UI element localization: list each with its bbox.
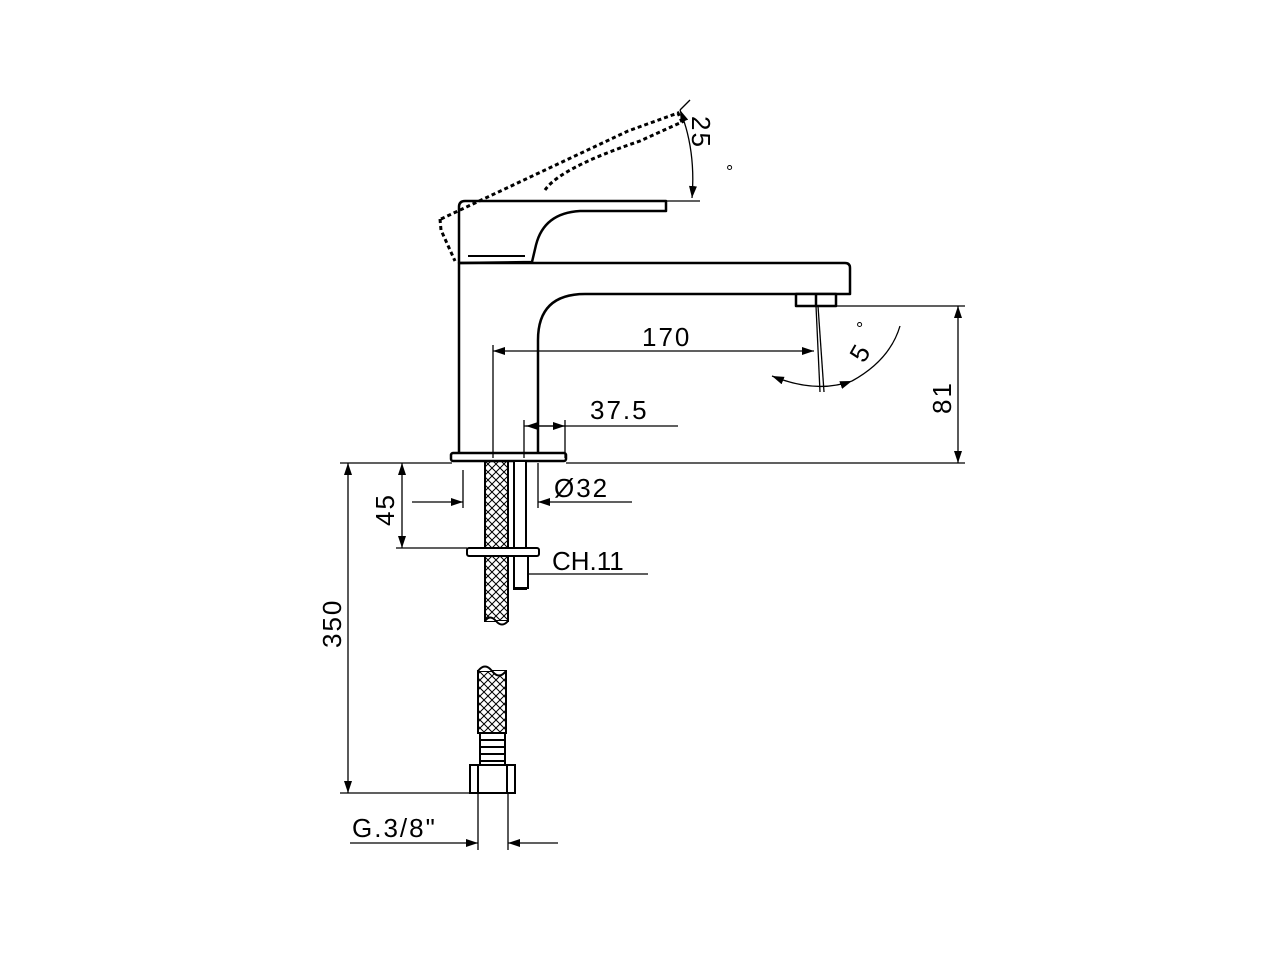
hose-lower — [477, 670, 507, 734]
dim-wrench-size: CH.11 — [552, 546, 624, 576]
supply-hose — [469, 460, 516, 794]
dim-offset: 37.5 — [590, 395, 649, 425]
angle-lever-value: 25 — [686, 116, 716, 149]
hose-nut — [469, 764, 516, 794]
dim-hole-diameter: Ø32 — [554, 473, 609, 503]
lever-raised-position — [438, 111, 684, 262]
dim-deck-thickness: 45 — [370, 493, 400, 526]
angle-spout-degree: ° — [856, 319, 863, 339]
dim-spout-reach: 170 — [642, 322, 691, 352]
faucet-body — [449, 261, 852, 463]
dim-connection-thread: G.3/8" — [352, 813, 437, 843]
hose-upper — [484, 460, 509, 622]
lever-handle — [457, 199, 668, 265]
fixing-washer — [466, 547, 540, 557]
fixing-nut — [513, 555, 529, 589]
angle-spout-value: 5 — [843, 339, 876, 367]
angle-lever-degree: ° — [726, 162, 733, 182]
spout-outline — [457, 261, 852, 453]
dimension-lines — [340, 99, 965, 850]
base-plate — [449, 451, 568, 463]
fixing-stud — [466, 460, 540, 590]
dim-hose-length: 350 — [317, 599, 347, 648]
dim-spout-height: 81 — [927, 381, 957, 414]
